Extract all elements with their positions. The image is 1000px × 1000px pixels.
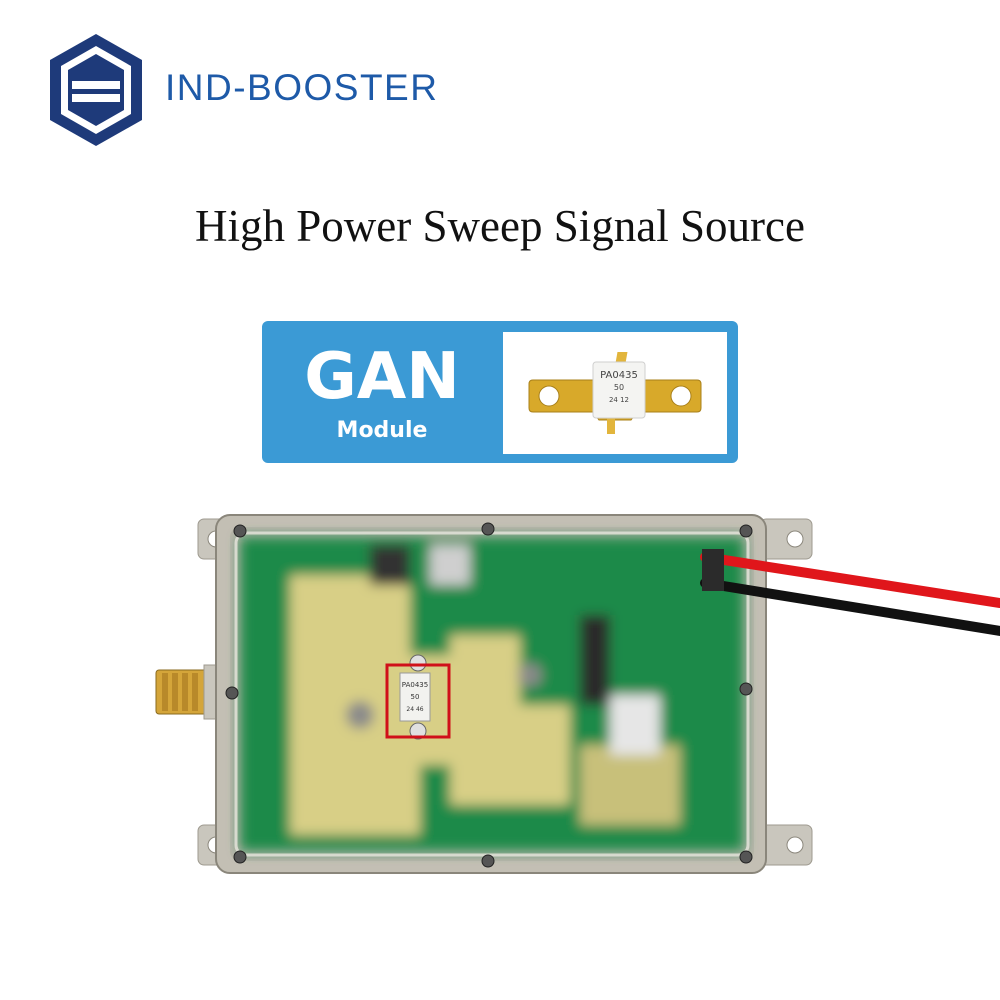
gan-module-banner: GAN Module PA0435 50 24 12	[262, 321, 738, 463]
gan-title: GAN	[304, 340, 460, 414]
brand-logo-icon	[50, 34, 142, 146]
chip-highlight-box	[385, 663, 451, 739]
board-chip-marking-3: 24 46	[406, 706, 423, 713]
gan-subtitle: Module	[336, 418, 428, 443]
chip-marking-line-1: PA0435	[600, 370, 638, 381]
chip-marking-line-3: 24 12	[609, 396, 629, 404]
board-chip-marking-2: 50	[411, 693, 420, 701]
gan-chip-icon: PA0435 50 24 12	[528, 352, 702, 434]
amplifier-module-image: PA0435 50 24 46	[155, 514, 1000, 874]
page-title: High Power Sweep Signal Source	[195, 201, 805, 251]
brand-name: IND-BOOSTER	[165, 67, 439, 108]
chip-marking-line-2: 50	[614, 383, 624, 392]
chip-image-panel: PA0435 50 24 12	[503, 332, 727, 454]
board-chip-marking-1: PA0435	[402, 681, 428, 689]
